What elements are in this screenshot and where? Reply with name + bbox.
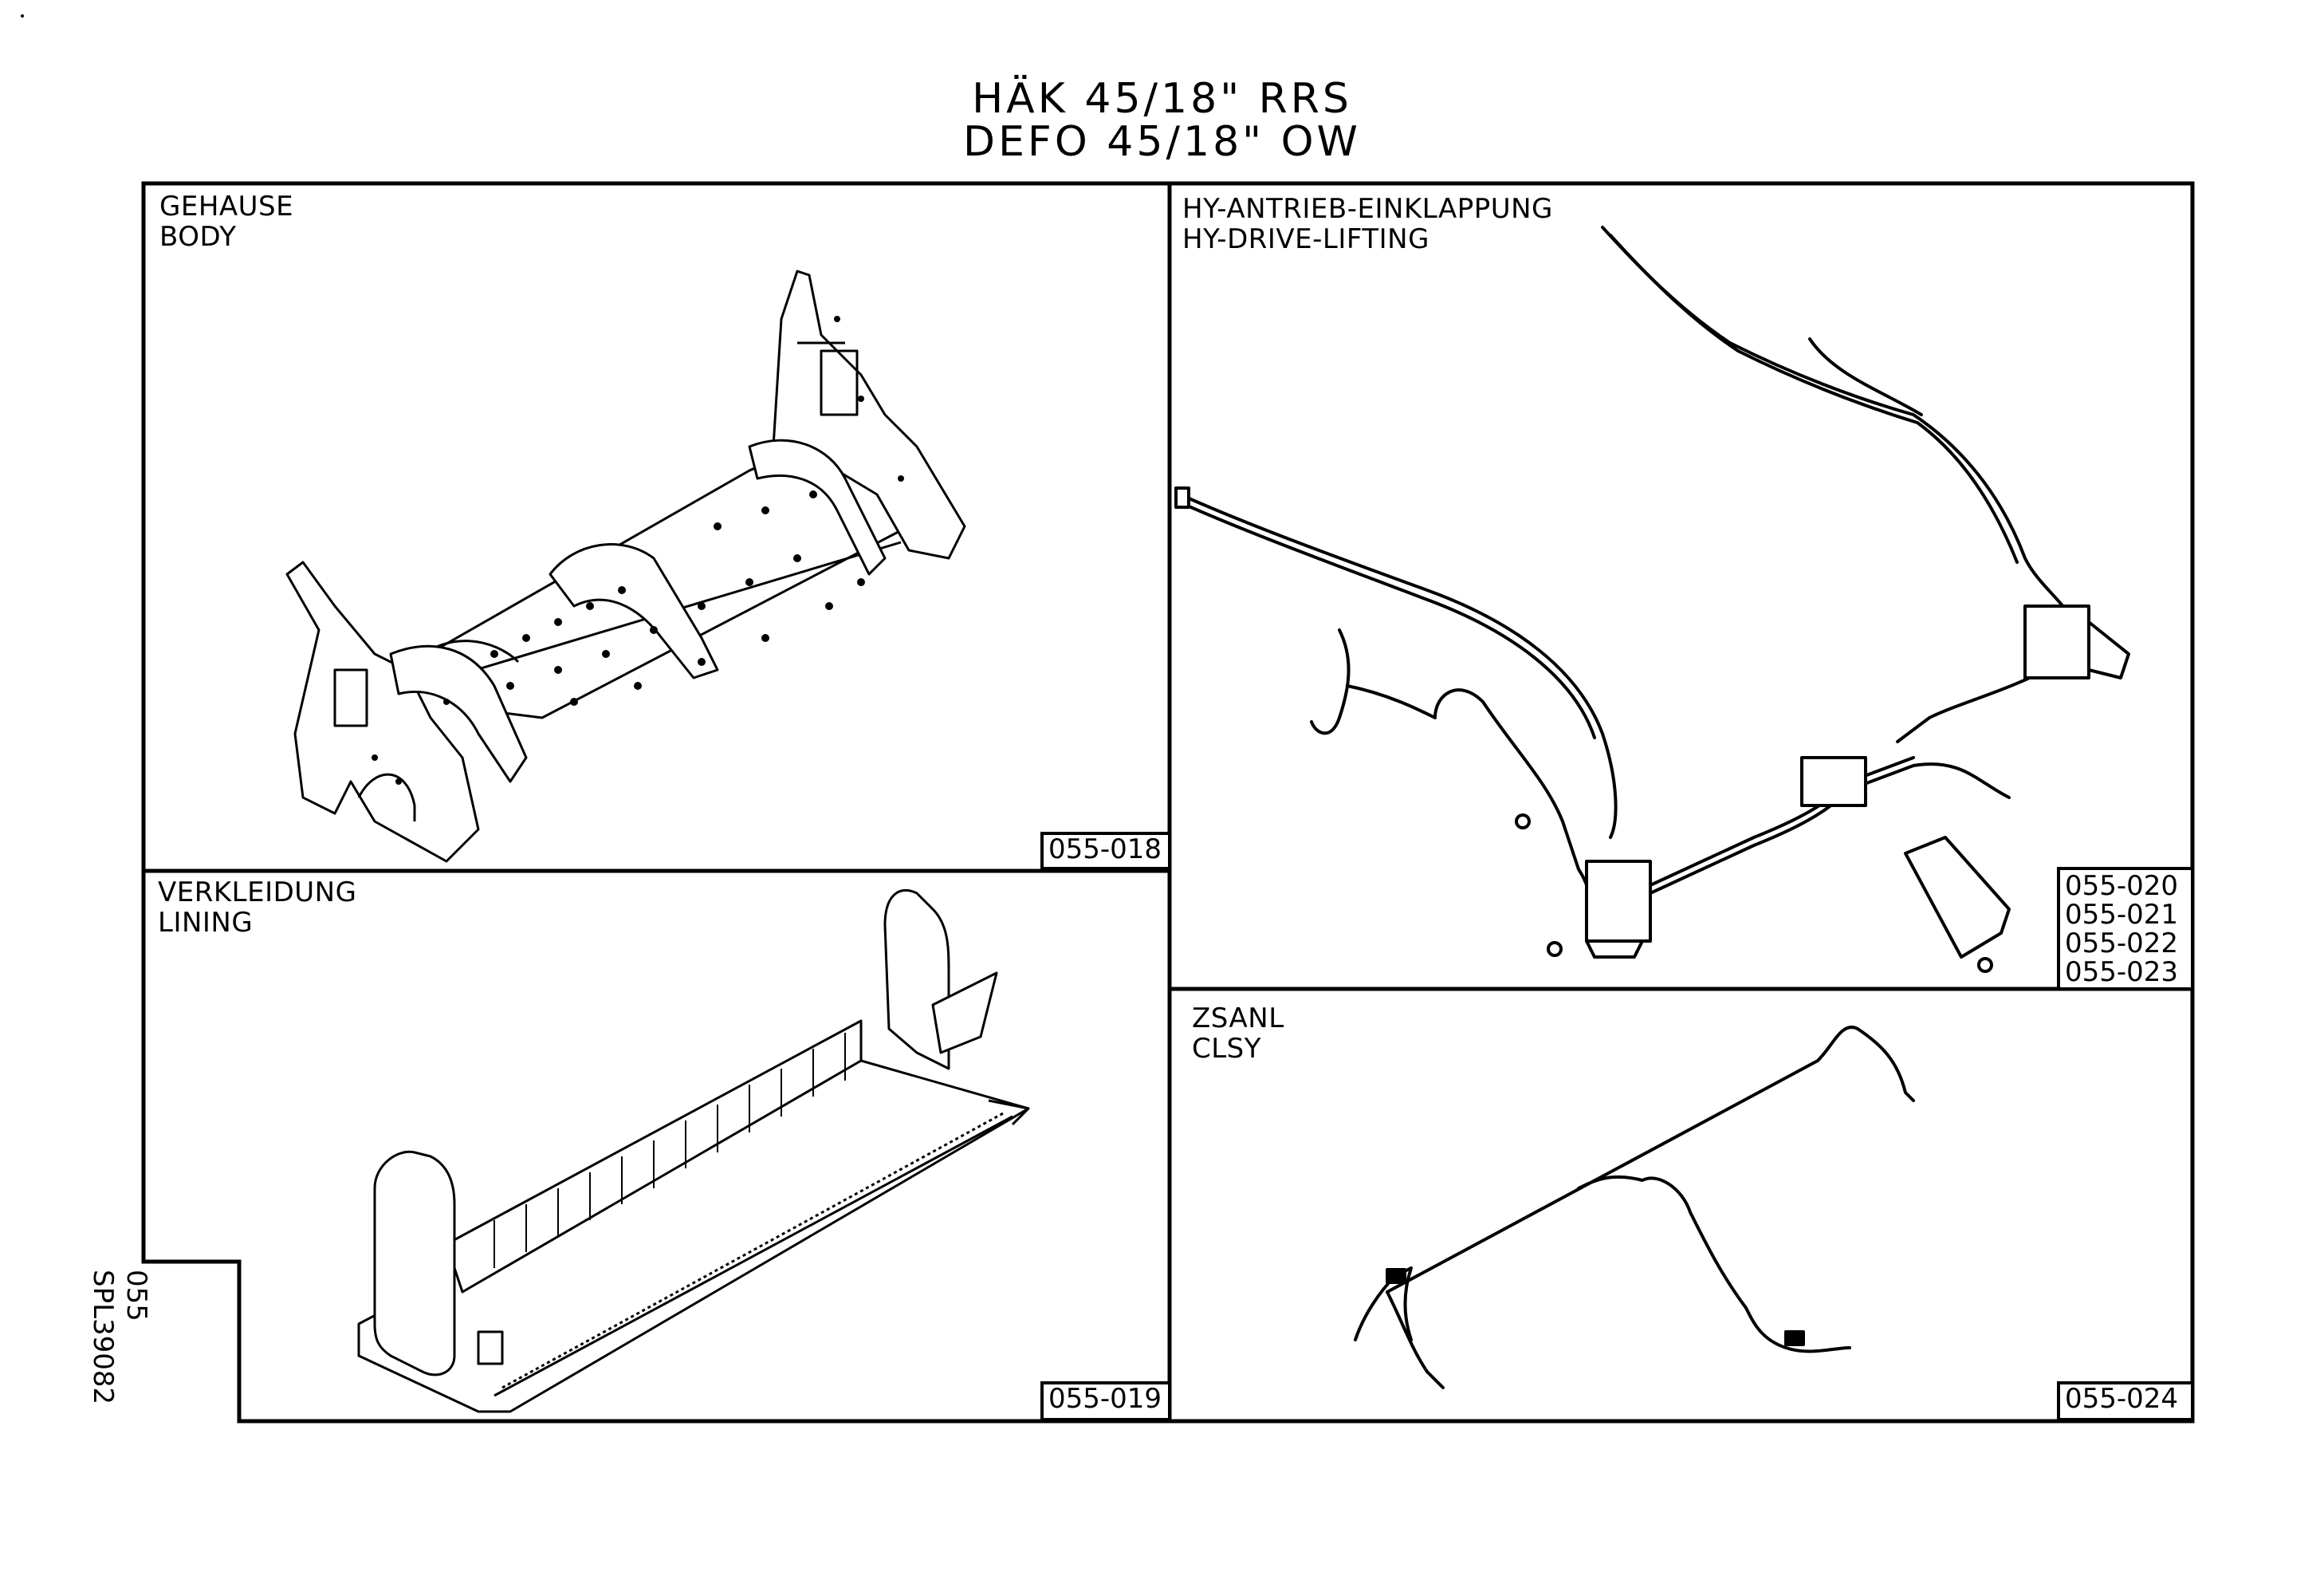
panel-label-clsy: ZSANL CLSY — [1192, 1003, 1284, 1064]
drawing-title-line-2: DEFO 45/18" OW — [963, 118, 1361, 166]
panel-label-lining-de: VERKLEIDUNG — [158, 876, 357, 908]
panel-label-body-en: BODY — [159, 221, 237, 253]
part-code-list-hydraulic: 055-020 055-021 055-022 055-023 — [2057, 867, 2194, 990]
panel-label-lining: VERKLEIDUNG LINING — [158, 877, 356, 938]
part-code-055-024[interactable]: 055-024 — [2057, 1381, 2194, 1421]
sheet-number: 055 — [120, 1270, 152, 1321]
panel-label-lining-en: LINING — [158, 907, 254, 939]
drawing-title-line-1: HÄK 45/18" RRS — [972, 75, 1352, 123]
part-code-055-022[interactable]: 055-022 — [2065, 927, 2179, 959]
sheet-identifier: 055 SPL39082 — [86, 1270, 153, 1404]
panel-label-clsy-en: CLSY — [1192, 1033, 1262, 1065]
part-code-055-023[interactable]: 055-023 — [2065, 956, 2179, 988]
panel-label-hydraulic-en: HY-DRIVE-LIFTING — [1182, 223, 1429, 255]
panel-label-body-de: GEHAUSE — [159, 191, 294, 223]
part-code-055-021[interactable]: 055-021 — [2065, 899, 2179, 931]
part-code-055-020[interactable]: 055-020 — [2065, 870, 2179, 902]
drawing-id: SPL39082 — [87, 1270, 119, 1405]
part-code-055-018[interactable]: 055-018 — [1040, 832, 1171, 870]
panel-label-body: GEHAUSE BODY — [159, 191, 293, 252]
panel-label-clsy-de: ZSANL — [1192, 1002, 1284, 1034]
panel-label-hydraulic-de: HY-ANTRIEB-EINKLAPPUNG — [1182, 193, 1553, 225]
part-code-055-019[interactable]: 055-019 — [1040, 1381, 1171, 1421]
panel-label-hydraulic: HY-ANTRIEB-EINKLAPPUNG HY-DRIVE-LIFTING — [1182, 194, 1553, 254]
